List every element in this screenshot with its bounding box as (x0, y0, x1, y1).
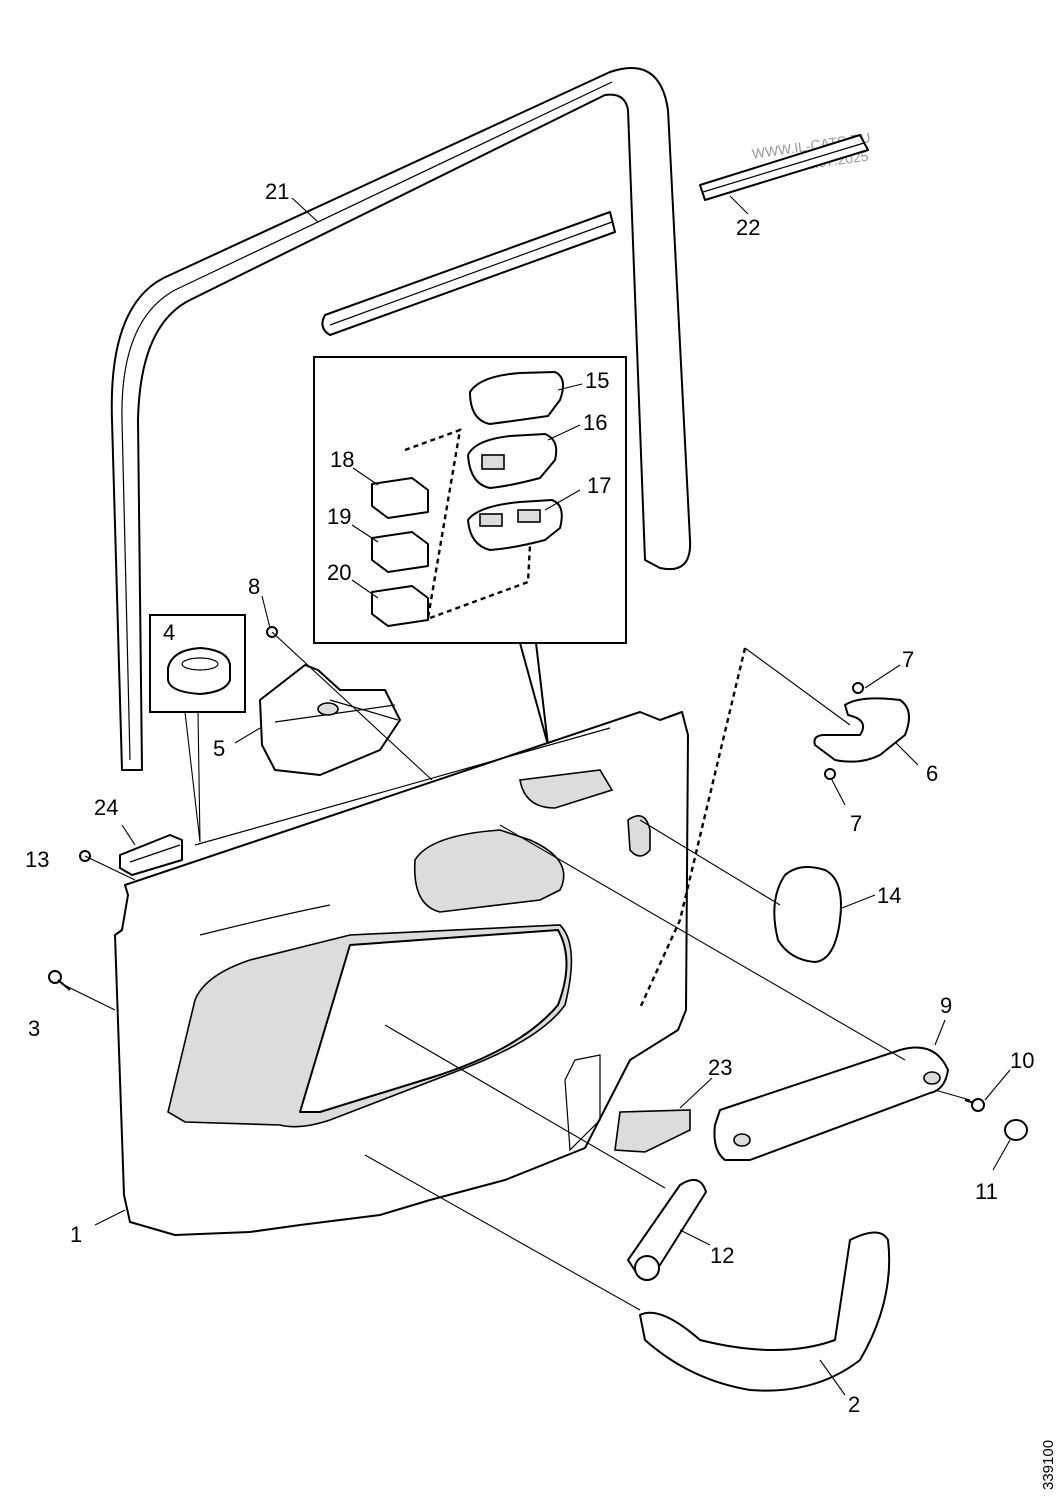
part-12-window-crank (384, 1024, 707, 1281)
part-19-window-switch (371, 531, 429, 573)
callout-10: 10 (1010, 1048, 1034, 1073)
panel-switch-recess (519, 769, 614, 809)
part-17-switch-slot-2 (517, 509, 541, 523)
part-22-outer-window-strip (699, 134, 869, 201)
part-11-cap (1004, 1119, 1028, 1141)
callout-19: 19 (327, 504, 351, 529)
callout-4: 4 (163, 620, 175, 645)
part-6-inner-handle (744, 647, 910, 780)
callout-17: 17 (587, 473, 611, 498)
switch-inset-box (313, 356, 627, 746)
part-5-handle-housing (259, 664, 401, 776)
callout-21: 21 (265, 179, 289, 204)
part-4-grommet (167, 647, 231, 695)
callout-18: 18 (330, 447, 354, 472)
panel-speaker-recess (627, 814, 651, 857)
inner-window-strip (321, 211, 616, 336)
part-10-screw (934, 1089, 985, 1112)
inset-frame (313, 356, 627, 644)
document-number: 339100 (1040, 1440, 1057, 1490)
part-3-screw (48, 970, 116, 1011)
callout-22: 22 (736, 215, 760, 240)
part-14-speaker-cover (639, 819, 842, 963)
part-21-door-frame-seal (110, 67, 692, 771)
callout-12: 12 (710, 1243, 734, 1268)
switch-group-dashed-right (429, 544, 532, 620)
callout-5: 5 (213, 736, 225, 761)
part-16-switch-panel (467, 433, 558, 489)
switch-group-dashed-left (404, 428, 462, 619)
callout-8: 8 (248, 574, 260, 599)
part-4-frame (149, 614, 246, 713)
part-18-window-switch (371, 477, 429, 519)
callout-20: 20 (327, 560, 351, 585)
part-2-armrest (364, 1154, 891, 1392)
part-17-switch-slot-1 (479, 513, 503, 527)
callout-13: 13 (25, 847, 49, 872)
leader-lines (94, 195, 1011, 1396)
callout-16: 16 (583, 410, 607, 435)
part-7-nut-lower (824, 768, 836, 780)
callout-1: 1 (70, 1222, 82, 1247)
callout-2: 2 (848, 1392, 860, 1417)
callout-24: 24 (94, 795, 118, 820)
part-1-door-trim-panel (114, 711, 691, 1236)
part-4-grommet-hole (181, 657, 219, 671)
callout-23: 23 (708, 1055, 732, 1080)
part-23-clip (614, 1109, 691, 1153)
callout-3: 3 (28, 1016, 40, 1041)
handle-dashed-line (638, 647, 747, 1009)
part-24-clip (119, 834, 183, 876)
callout-9: 9 (940, 993, 952, 1018)
part-20-window-switch (371, 585, 429, 627)
part-13-screw (79, 850, 136, 881)
inset-pointer (519, 642, 549, 746)
callout-15: 15 (585, 368, 609, 393)
part-5-hole (317, 702, 339, 716)
part-16-switch-slot (481, 454, 505, 470)
part-8-screw (266, 626, 433, 781)
callout-labels: 1 2 3 4 5 6 7 7 8 9 10 11 12 13 14 15 16… (25, 179, 1034, 1417)
part-9-pull-handle (499, 824, 949, 1161)
callout-7-upper: 7 (902, 647, 914, 672)
callout-14: 14 (877, 883, 901, 908)
callout-11: 11 (975, 1179, 998, 1204)
part-15-switch-cover (469, 371, 565, 425)
part-4-inset-box (149, 614, 246, 843)
callout-6: 6 (926, 761, 938, 786)
callout-7-lower: 7 (850, 811, 862, 836)
part-7-nut-upper (852, 682, 864, 694)
